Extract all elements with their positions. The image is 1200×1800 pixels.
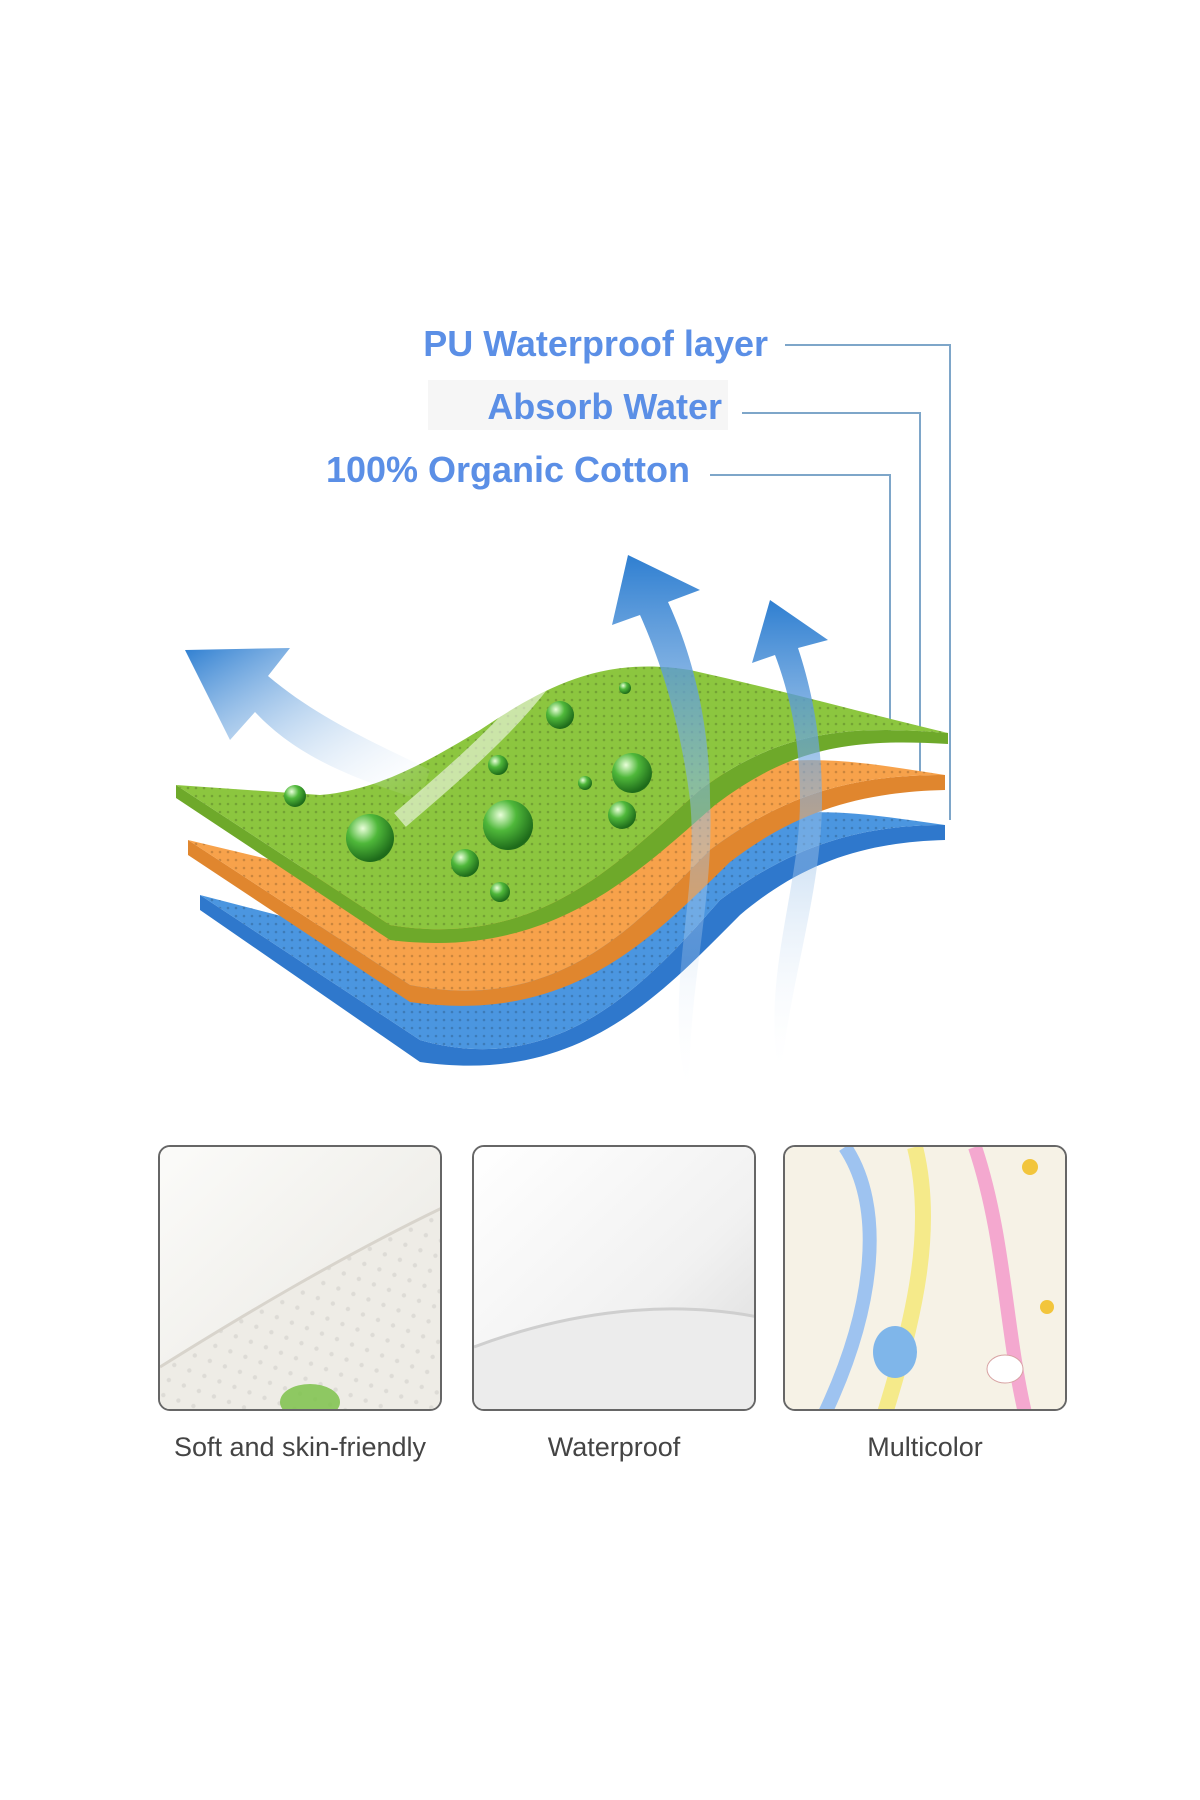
- multicolor-fabric-photo: [783, 1145, 1067, 1411]
- water-droplet: [578, 776, 592, 790]
- absorb-water-label: Absorb Water: [487, 386, 722, 427]
- waterproof-fabric-image: [474, 1147, 754, 1409]
- airflow-arrow-faint: [394, 625, 584, 827]
- fabric-layers-illustration: [176, 555, 948, 1100]
- water-droplet: [490, 882, 510, 902]
- water-droplet: [451, 849, 479, 877]
- water-droplet: [483, 800, 533, 850]
- leader-line-absorb: [742, 412, 921, 780]
- feature-caption: Multicolor: [867, 1432, 983, 1462]
- water-droplet: [346, 814, 394, 862]
- label-highlight: [428, 380, 728, 430]
- feature-caption: Waterproof: [547, 1432, 681, 1462]
- organic-cotton-label: 100% Organic Cotton: [325, 449, 690, 490]
- soft-fabric-image: [160, 1147, 440, 1409]
- water-droplet: [284, 785, 306, 807]
- water-droplet: [612, 753, 652, 793]
- water-droplet: [546, 701, 574, 729]
- water-droplet: [608, 801, 636, 829]
- leader-line-pu: [785, 344, 951, 820]
- airflow-arrow: [185, 648, 430, 800]
- airflow-arrow: [612, 555, 711, 1100]
- leader-lines: [710, 344, 951, 820]
- breathable-arrows: [185, 555, 828, 1100]
- soft-fabric-photo: [158, 1145, 442, 1411]
- leader-line-cotton: [710, 474, 891, 735]
- water-droplet: [488, 755, 508, 775]
- water-droplets: [284, 682, 652, 902]
- pu-waterproof-layer-label: PU Waterproof layer: [423, 323, 768, 364]
- feature-caption: Soft and skin-friendly: [173, 1432, 427, 1462]
- waterproof-fabric-photo: [472, 1145, 756, 1411]
- water-droplet: [619, 682, 631, 694]
- multicolor-fabric-image: [785, 1147, 1065, 1409]
- airflow-arrow: [752, 600, 828, 1080]
- green-waterproof-layer: [176, 666, 948, 943]
